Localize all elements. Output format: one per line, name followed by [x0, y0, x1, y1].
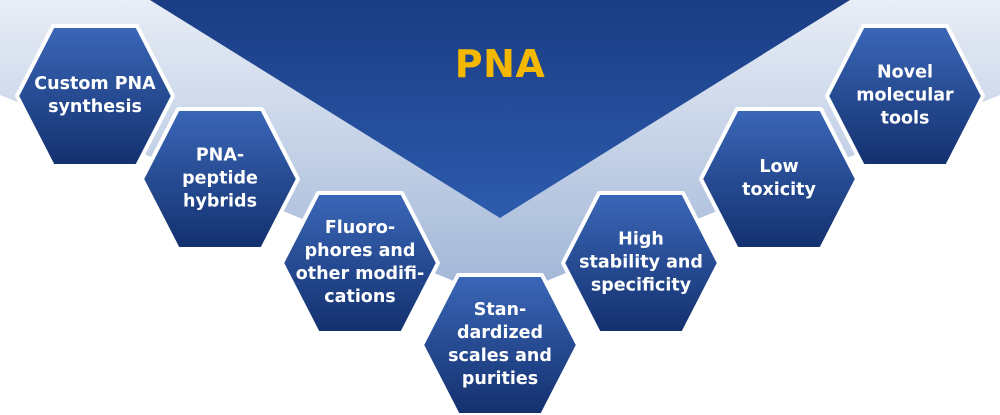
hexagon-label-6: Low toxicity [742, 157, 816, 200]
hexagon-3 [280, 191, 440, 335]
hexagon-4 [420, 273, 580, 415]
hexagon-label-4: Stan- dardized scales and purities [448, 300, 552, 389]
hexagon-label-7: Novel molecular tools [856, 62, 954, 129]
hexagon-5 [561, 191, 721, 335]
hexagon-chain [15, 24, 985, 415]
hexagon-label-1: Custom PNA synthesis [34, 74, 156, 117]
hexagon-1 [15, 24, 175, 168]
center-title: PNA [454, 42, 546, 86]
hexagon-label-2: PNA- peptide hybrids [182, 145, 258, 212]
hexagon-6 [699, 107, 859, 251]
hexagon-label-3: Fluoro- phores and other modifi- cations [295, 218, 425, 307]
hexagon-label-5: High stability and specificity [579, 229, 703, 296]
center-triangle [150, 0, 850, 218]
hexagon-7 [825, 24, 985, 168]
hexagon-2 [140, 107, 300, 251]
